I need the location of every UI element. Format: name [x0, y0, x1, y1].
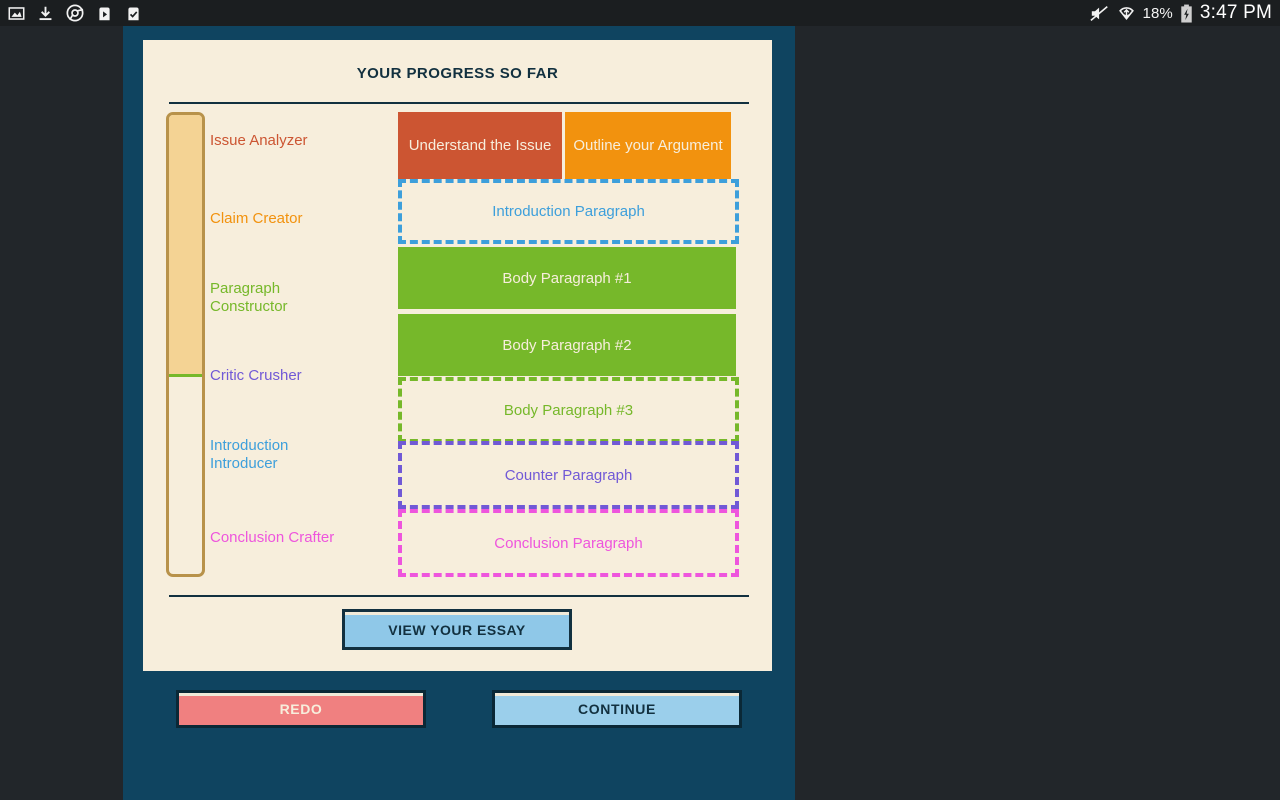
continue-button[interactable]: CONTINUE [492, 690, 742, 728]
block-body-paragraph-2[interactable]: Body Paragraph #2 [398, 314, 736, 376]
block-conclusion-paragraph[interactable]: Conclusion Paragraph [398, 509, 739, 577]
volume-muted-icon [1089, 5, 1110, 22]
divider-top [169, 102, 749, 104]
block-body-paragraph-3[interactable]: Body Paragraph #3 [398, 377, 739, 443]
stage-label-conclusion-crafter[interactable]: Conclusion Crafter [210, 529, 335, 546]
stage-label-claim-creator[interactable]: Claim Creator [210, 210, 303, 227]
download-icon [37, 5, 54, 22]
wifi-transfer-icon [1117, 4, 1136, 22]
progress-bar-fill [169, 115, 202, 377]
stage-label-list: Issue Analyzer Claim Creator Paragraph C… [210, 112, 390, 582]
play-store-icon [96, 5, 113, 22]
stage-label-paragraph-constructor[interactable]: Paragraph Constructor [210, 280, 288, 315]
status-bar-right-indicators: 18% 3:47 PM [1089, 2, 1273, 24]
stage-label-issue-analyzer[interactable]: Issue Analyzer [210, 132, 308, 149]
block-understand-the-issue[interactable]: Understand the Issue [398, 112, 562, 179]
redo-button[interactable]: REDO [176, 690, 426, 728]
battery-percent-label: 18% [1142, 4, 1173, 22]
status-bar-left-icons [8, 4, 142, 22]
photo-icon [8, 5, 25, 22]
view-your-essay-button[interactable]: VIEW YOUR ESSAY [342, 609, 572, 650]
app-screen: YOUR PROGRESS SO FAR Issue Analyzer Clai… [123, 26, 795, 800]
block-counter-paragraph[interactable]: Counter Paragraph [398, 441, 739, 509]
block-body-paragraph-1[interactable]: Body Paragraph #1 [398, 247, 736, 309]
progress-card: YOUR PROGRESS SO FAR Issue Analyzer Clai… [143, 40, 772, 671]
block-outline-your-argument[interactable]: Outline your Argument [565, 112, 731, 179]
divider-bottom [169, 595, 749, 597]
page-title: YOUR PROGRESS SO FAR [356, 65, 559, 82]
block-introduction-paragraph[interactable]: Introduction Paragraph [398, 179, 739, 244]
clock-label: 3:47 PM [1199, 2, 1272, 23]
top-block-row: Understand the Issue Outline your Argume… [398, 112, 731, 179]
vertical-progress-bar [166, 112, 205, 577]
chrome-icon [66, 4, 84, 22]
stage-label-introduction-introducer[interactable]: Introduction Introducer [210, 437, 289, 472]
status-bar: 18% 3:47 PM [0, 0, 1280, 26]
play-store-check-icon [125, 5, 142, 22]
stage-label-critic-crusher[interactable]: Critic Crusher [210, 367, 302, 384]
battery-charging-icon [1180, 4, 1193, 23]
